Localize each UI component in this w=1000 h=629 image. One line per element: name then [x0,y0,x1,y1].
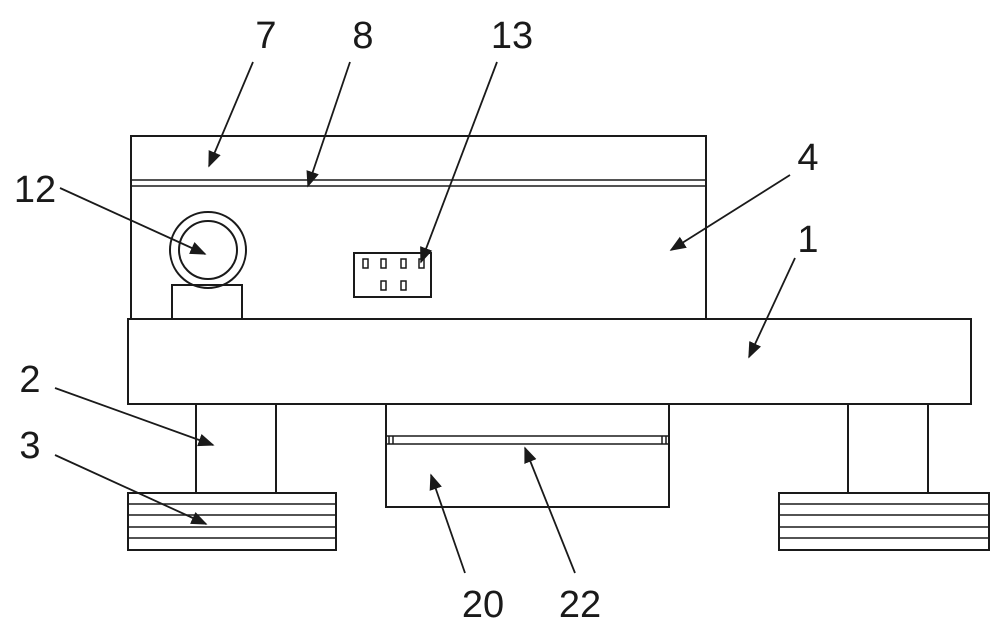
upper-housing [131,136,706,319]
callout-13: 13 [491,15,533,57]
callout-22: 22 [559,584,601,626]
left-leg [196,404,276,493]
leader-lines [55,62,795,573]
leader-1 [749,258,795,357]
right-leg [848,404,928,493]
callout-7: 7 [255,15,276,57]
leader-20 [431,475,465,573]
leader-22 [525,448,575,573]
callout-8: 8 [352,15,373,57]
callout-12: 12 [14,169,56,211]
base-plate [128,319,971,404]
leader-8 [308,62,350,186]
leader-2 [55,388,213,445]
callout-3: 3 [19,425,40,467]
callout-20: 20 [462,584,504,626]
left-foot-pad [128,493,336,550]
leader-13 [421,62,497,262]
right-foot-pad [779,493,989,550]
control-panel [354,253,431,297]
leader-7 [209,62,253,166]
round-gauge [170,212,246,319]
leader-3 [55,455,206,524]
callout-4: 4 [797,137,818,179]
callout-1: 1 [797,219,818,261]
callout-2: 2 [19,359,40,401]
